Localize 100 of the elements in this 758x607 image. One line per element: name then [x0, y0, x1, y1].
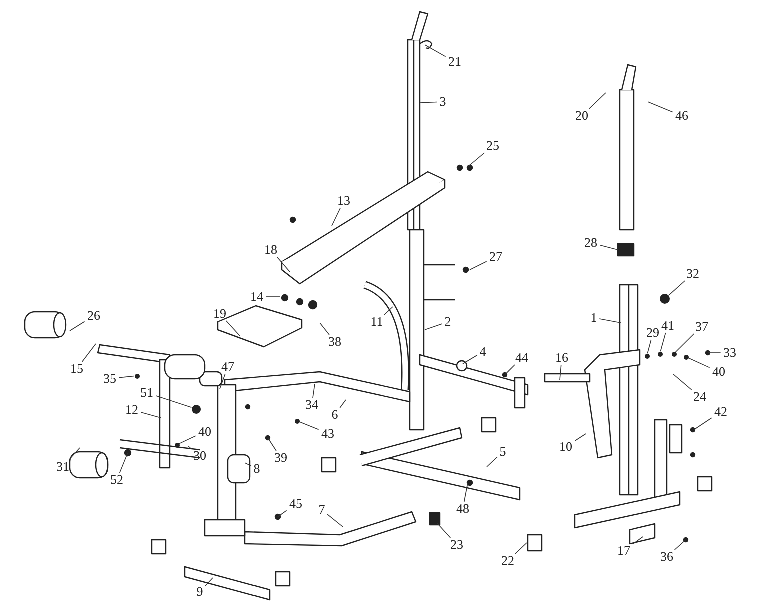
- leader-line: [674, 540, 686, 550]
- callout-number: 37: [696, 320, 708, 334]
- bolt-part: [174, 442, 180, 448]
- callout-number: 10: [560, 440, 572, 454]
- bolt-part: [658, 352, 662, 356]
- leader-line: [515, 542, 528, 554]
- callout-number: 31: [56, 460, 70, 474]
- callout-number: 13: [338, 194, 350, 208]
- callout-number: 6: [332, 408, 338, 422]
- leader-line: [276, 256, 290, 272]
- callout-number: 8: [254, 462, 260, 476]
- bolt-part: [134, 374, 140, 378]
- callout-number: 17: [618, 544, 630, 558]
- callout-number: 29: [646, 326, 660, 340]
- leader-line: [220, 374, 226, 390]
- callout-number: 44: [516, 351, 528, 365]
- leader-line: [268, 438, 277, 452]
- leader-line: [486, 456, 498, 468]
- leader-line: [470, 261, 488, 270]
- leader-line: [708, 352, 722, 354]
- leader-line: [278, 510, 288, 518]
- callout-number: 15: [70, 362, 84, 376]
- leader-line: [675, 334, 695, 353]
- callout-number: 38: [328, 335, 342, 349]
- callout-number: 51: [140, 386, 154, 400]
- leader-line: [464, 482, 468, 502]
- bolt-part: [684, 354, 688, 360]
- leader-line: [504, 364, 516, 376]
- callout-number: 2: [444, 315, 452, 329]
- callout-number: 46: [676, 109, 688, 123]
- callout-number: 16: [556, 351, 568, 365]
- leader-line: [588, 92, 606, 110]
- leader-line: [462, 354, 478, 364]
- leader-line: [424, 44, 446, 58]
- bolt-part: [192, 404, 200, 414]
- callout-number: 32: [686, 267, 700, 281]
- bolt-part: [294, 418, 300, 424]
- callout-number: 5: [500, 445, 506, 459]
- leader-line: [632, 536, 644, 545]
- callout-number: 20: [576, 109, 588, 123]
- leader-line: [574, 434, 586, 442]
- callout-number: 18: [264, 243, 278, 257]
- leader-line: [600, 244, 618, 250]
- leader-line: [140, 412, 162, 418]
- leader-line: [178, 436, 196, 444]
- callout-number: 11: [370, 315, 384, 329]
- leader-line: [694, 418, 712, 430]
- callout-number: 48: [456, 502, 470, 516]
- callout-number: 41: [662, 319, 674, 333]
- callout-number: 43: [322, 427, 334, 441]
- leader-line: [312, 384, 316, 398]
- leader-line: [320, 322, 330, 336]
- callout-number: 35: [104, 372, 116, 386]
- leader-line: [118, 376, 135, 378]
- callout-number: 27: [490, 250, 502, 264]
- leader-line: [119, 452, 128, 474]
- callout-number: 12: [126, 403, 138, 417]
- leader-line: [648, 102, 674, 113]
- bolt-part: [660, 294, 670, 304]
- leader-line: [647, 340, 652, 354]
- bolt-part: [672, 352, 676, 356]
- leader-line: [327, 514, 344, 528]
- leader-line: [340, 400, 346, 408]
- callout-number: 19: [214, 307, 226, 321]
- callout-number: 47: [222, 360, 234, 374]
- leader-line: [298, 422, 320, 430]
- callout-number: 23: [450, 538, 464, 552]
- leader-line: [468, 152, 486, 168]
- callout-number: 34: [306, 398, 318, 412]
- callout-number: 52: [110, 473, 124, 487]
- leader-line: [205, 578, 214, 586]
- callout-number: 26: [88, 309, 100, 323]
- leader-line: [436, 522, 452, 538]
- leader-line: [332, 208, 342, 226]
- callout-number: 39: [274, 451, 288, 465]
- callout-number: 7: [318, 503, 326, 517]
- callout-number: 45: [290, 497, 302, 511]
- leader-line: [660, 332, 666, 352]
- callout-number: 1: [590, 311, 598, 325]
- callout-number: 25: [486, 139, 500, 153]
- leader-line: [688, 358, 710, 368]
- leader-line: [384, 306, 394, 316]
- leader-line: [672, 374, 692, 390]
- callout-number: 4: [480, 345, 486, 359]
- leader-line: [68, 448, 80, 460]
- leader-line: [599, 318, 622, 324]
- leader-line: [82, 344, 96, 362]
- leader-line: [70, 321, 86, 332]
- callout-number: 42: [714, 405, 728, 419]
- leader-line: [668, 280, 686, 296]
- callout-number: 24: [694, 390, 706, 404]
- callout-number: 36: [660, 550, 674, 564]
- callout-number: 9: [196, 585, 204, 599]
- callout-number: 14: [250, 290, 264, 304]
- leader-line: [424, 324, 443, 330]
- leader-line: [420, 102, 438, 104]
- callout-number: 22: [502, 554, 514, 568]
- bolt-part: [644, 354, 650, 358]
- leader-line: [560, 364, 562, 380]
- leader-line: [244, 462, 252, 467]
